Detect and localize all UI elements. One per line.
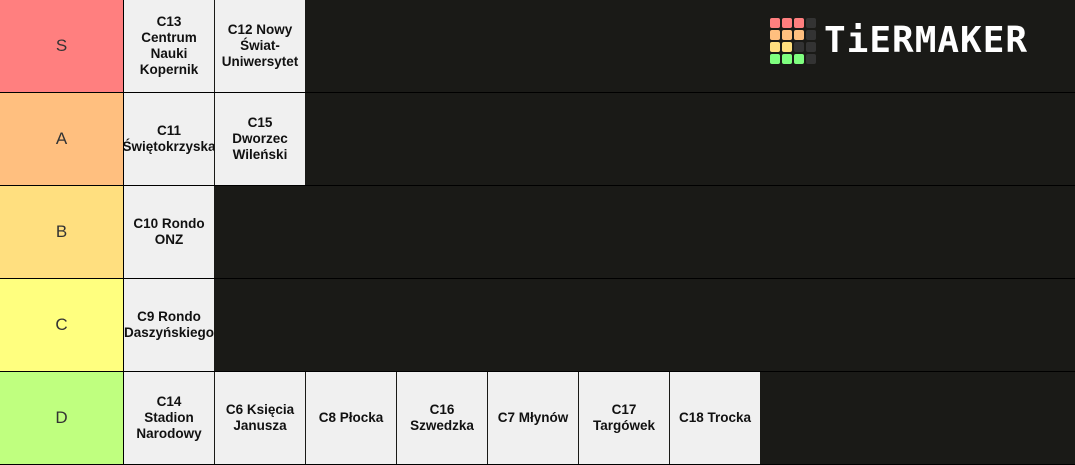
tier-item-label: C14 Stadion Narodowy (136, 394, 202, 441)
logo-grid-square (770, 30, 780, 40)
tier-item[interactable]: C14 Stadion Narodowy (124, 372, 214, 464)
tiermaker-logo[interactable]: TiERMAKER (770, 18, 1028, 64)
tier-items-d[interactable]: C14 Stadion Narodowy C6 Księcia Janusza … (124, 372, 1075, 464)
tier-row-d: D C14 Stadion Narodowy C6 Księcia Janusz… (0, 372, 1075, 464)
logo-grid-square (782, 30, 792, 40)
tier-label-d[interactable]: D (0, 372, 124, 464)
tier-item-label: C15 Dworzec Wileński (232, 115, 288, 162)
tier-item-label: C17 Targówek (592, 402, 655, 433)
logo-grid-square (782, 18, 792, 28)
logo-text: TiERMAKER (824, 20, 1029, 61)
tier-row-s: S C13 Centrum Nauki Kopernik C12 Nowy Św… (0, 0, 1075, 92)
tier-item[interactable]: C11 Świętokrzyska (124, 93, 214, 185)
tier-item[interactable]: C8 Płocka (306, 372, 396, 464)
tier-label-b[interactable]: B (0, 186, 124, 278)
logo-grid-square (770, 42, 780, 52)
tier-item-label: C16 Szwedzka (410, 402, 474, 433)
tier-item[interactable]: C12 Nowy Świat- Uniwersytet (215, 0, 305, 92)
logo-grid-square (794, 54, 804, 64)
logo-grid-square (806, 42, 816, 52)
tier-item[interactable]: C18 Trocka (670, 372, 760, 464)
tier-item-label: C18 Trocka (678, 410, 752, 425)
tier-label-s[interactable]: S (0, 0, 124, 92)
logo-grid-square (794, 30, 804, 40)
logo-grid-square (806, 54, 816, 64)
tier-label-c[interactable]: C (0, 279, 124, 371)
tier-item[interactable]: C10 Rondo ONZ (124, 186, 214, 278)
tier-item[interactable]: C13 Centrum Nauki Kopernik (124, 0, 214, 92)
logo-grid-square (806, 30, 816, 40)
tier-items-c[interactable]: C9 Rondo Daszyńskiego (124, 279, 1075, 371)
tier-item[interactable]: C9 Rondo Daszyńskiego (124, 279, 214, 371)
tier-items-s[interactable]: C13 Centrum Nauki Kopernik C12 Nowy Świa… (124, 0, 1075, 92)
logo-grid-square (770, 54, 780, 64)
tier-item-label: C7 Młynów (497, 410, 569, 425)
tier-item-label: C12 Nowy Świat- Uniwersytet (221, 22, 299, 69)
tier-item-label: C10 Rondo ONZ (133, 216, 205, 247)
tier-item[interactable]: C16 Szwedzka (397, 372, 487, 464)
tier-items-a[interactable]: C11 Świętokrzyska C15 Dworzec Wileński (124, 93, 1075, 185)
tier-label-a[interactable]: A (0, 93, 124, 185)
logo-grid-square (794, 42, 804, 52)
tier-item[interactable]: C17 Targówek (579, 372, 669, 464)
logo-grid-icon (770, 18, 816, 64)
tier-row-c: C C9 Rondo Daszyńskiego (0, 279, 1075, 371)
logo-grid-square (794, 18, 804, 28)
tier-item-label: C9 Rondo Daszyńskiego (124, 309, 214, 340)
logo-grid-square (782, 42, 792, 52)
tier-row-a: A C11 Świętokrzyska C15 Dworzec Wileński (0, 93, 1075, 185)
tier-item[interactable]: C7 Młynów (488, 372, 578, 464)
logo-grid-square (770, 18, 780, 28)
tier-item-label: C6 Księcia Janusza (225, 402, 295, 433)
logo-grid-square (782, 54, 792, 64)
tier-item[interactable]: C15 Dworzec Wileński (215, 93, 305, 185)
tier-item-label: C13 Centrum Nauki Kopernik (139, 14, 199, 77)
tier-item[interactable]: C6 Księcia Janusza (215, 372, 305, 464)
tier-item-label: C8 Płocka (318, 410, 384, 425)
logo-grid-square (806, 18, 816, 28)
tier-row-b: B C10 Rondo ONZ (0, 186, 1075, 278)
tier-item-label: C11 Świętokrzyska (124, 123, 214, 154)
tier-items-b[interactable]: C10 Rondo ONZ (124, 186, 1075, 278)
